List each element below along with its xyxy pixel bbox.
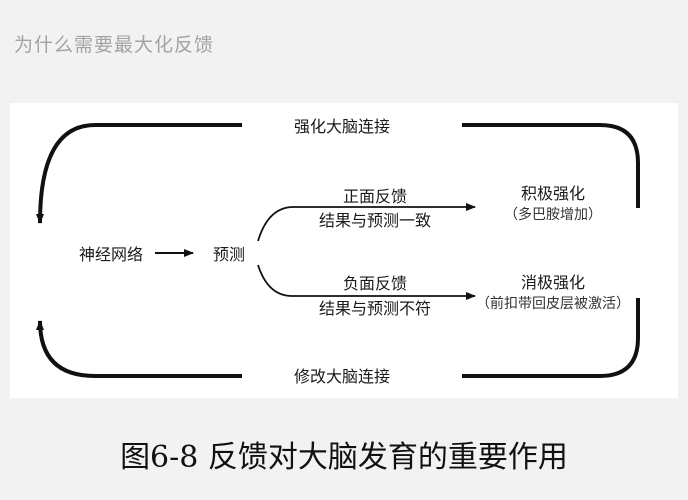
top-loop-line [36, 123, 242, 224]
figure-caption: 图6-8 反馈对大脑发育的重要作用 [120, 440, 568, 475]
positive-feedback-label: 正面反馈 [342, 187, 408, 206]
negative-branch-arrow [257, 264, 476, 300]
negative-note: （前扣带回皮层被激活） [476, 296, 630, 312]
bottom-loop-label: 修改大脑连接 [293, 367, 391, 386]
neural-network-label: 神经网络 [78, 245, 144, 264]
diagram-panel: 强化大脑连接 修改大脑连接 神经网络 预测 正面反馈 结果与预测一致 负面反馈 … [10, 103, 678, 398]
page-heading: 为什么需要最大化反馈 [14, 34, 215, 56]
bottom-loop-right-line [462, 298, 640, 378]
positive-condition-label: 结果与预测一致 [318, 211, 432, 230]
positive-reinforcement-label: 积极强化 [520, 184, 586, 203]
diagram-lines [36, 123, 640, 378]
negative-feedback-label: 负面反馈 [342, 274, 408, 293]
top-loop-right-line [462, 123, 640, 208]
positive-branch-arrow [257, 203, 476, 242]
prediction-label: 预测 [212, 245, 246, 264]
negative-condition-label: 结果与预测不符 [318, 299, 432, 318]
bottom-loop-line [36, 320, 242, 378]
positive-note: （多巴胺增加） [504, 207, 602, 223]
top-loop-label: 强化大脑连接 [293, 117, 391, 136]
negative-reinforcement-label: 消极强化 [520, 273, 586, 292]
